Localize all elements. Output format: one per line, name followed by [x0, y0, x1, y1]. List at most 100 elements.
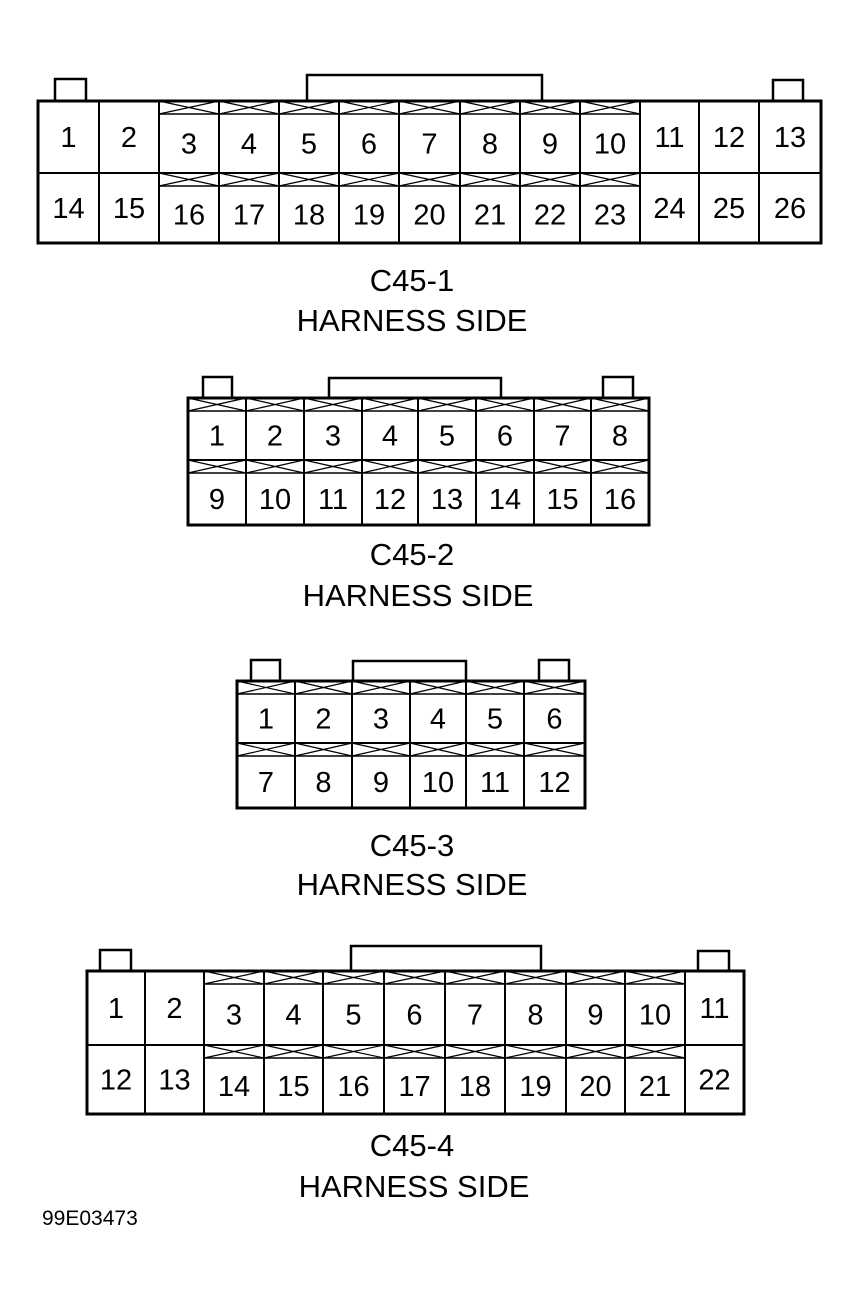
latch-hatch [533, 397, 592, 412]
pin-number: 18 [459, 1071, 491, 1103]
latch-hatch [361, 459, 419, 474]
pin-number: 10 [259, 484, 291, 516]
locking-tab [696, 949, 731, 973]
latch-hatch [263, 970, 324, 985]
connector-side-label: HARNESS SIDE [297, 867, 528, 902]
pin-number: 12 [100, 1065, 132, 1097]
pin-number: 14 [489, 484, 521, 516]
pin-number: 12 [538, 767, 570, 799]
pin-number: 21 [639, 1071, 671, 1103]
latch-hatch [465, 742, 525, 757]
pin-number: 10 [639, 1000, 671, 1032]
latch-hatch [245, 459, 305, 474]
locking-tab [201, 375, 234, 400]
latch-hatch [322, 970, 385, 985]
latch-hatch [294, 742, 353, 757]
pin-number: 6 [406, 1000, 422, 1032]
pin-number: 12 [713, 122, 745, 154]
pin-number: 23 [594, 200, 626, 232]
latch-hatch [504, 970, 567, 985]
pin-number: 11 [654, 122, 684, 154]
pin-number: 1 [108, 993, 124, 1025]
connector-name: C45-3 [370, 828, 454, 863]
pin-number: 10 [422, 767, 454, 799]
pin-number: 20 [579, 1071, 611, 1103]
latch-hatch [236, 742, 296, 757]
pin-number: 16 [604, 484, 636, 516]
latch-hatch [624, 1044, 686, 1059]
pin-number: 4 [430, 704, 446, 736]
pin-number: 11 [480, 767, 510, 799]
pin-number: 4 [285, 1000, 301, 1032]
pin-number: 9 [542, 129, 558, 161]
pin-number: 3 [373, 704, 389, 736]
latch-hatch [278, 100, 340, 115]
pin-number: 22 [698, 1065, 730, 1097]
pin-number: 2 [121, 122, 137, 154]
latch-hatch [383, 970, 446, 985]
pin-number: 22 [534, 200, 566, 232]
locking-tab [601, 375, 635, 400]
latch-hatch [444, 1044, 506, 1059]
latch-hatch [338, 100, 400, 115]
latch-hatch [218, 100, 280, 115]
latch-hatch [579, 172, 641, 187]
pin-number: 13 [431, 484, 463, 516]
locking-tab [305, 73, 544, 103]
locking-tab [98, 948, 133, 973]
pin-number: 2 [166, 993, 182, 1025]
locking-tab [537, 658, 571, 683]
pin-number: 17 [398, 1071, 430, 1103]
latch-hatch [475, 459, 535, 474]
pin-number: 18 [293, 200, 325, 232]
latch-hatch [519, 172, 581, 187]
locking-tab [351, 659, 468, 683]
pin-number: 2 [267, 421, 283, 453]
latch-hatch [203, 970, 265, 985]
latch-hatch [263, 1044, 324, 1059]
pin-number: 15 [113, 193, 145, 225]
latch-hatch [459, 100, 521, 115]
latch-hatch [465, 680, 525, 695]
pin-number: 12 [374, 484, 406, 516]
connector-name: C45-1 [370, 263, 454, 298]
pin-number: 10 [594, 129, 626, 161]
connector-side-label: HARNESS SIDE [303, 578, 534, 613]
pin-number: 5 [487, 704, 503, 736]
latch-hatch [278, 172, 340, 187]
pin-number: 11 [699, 993, 729, 1025]
pin-number: 24 [653, 193, 685, 225]
pin-number: 1 [60, 122, 76, 154]
latch-hatch [236, 680, 296, 695]
latch-hatch [322, 1044, 385, 1059]
figure-id: 99E03473 [42, 1207, 138, 1230]
connector-name: C45-4 [370, 1128, 454, 1163]
latch-hatch [351, 742, 411, 757]
pin-number: 3 [181, 129, 197, 161]
latch-hatch [294, 680, 353, 695]
latch-hatch [533, 459, 592, 474]
latch-hatch [590, 459, 650, 474]
pin-number: 4 [382, 421, 398, 453]
pin-number: 9 [209, 484, 225, 516]
pin-number: 1 [258, 704, 274, 736]
pin-number: 5 [301, 129, 317, 161]
pin-number: 9 [587, 1000, 603, 1032]
latch-hatch [398, 172, 461, 187]
latch-hatch [523, 742, 586, 757]
connector-name: C45-2 [370, 537, 454, 572]
pin-number: 7 [554, 421, 570, 453]
latch-hatch [303, 459, 363, 474]
latch-hatch [409, 742, 467, 757]
pin-number: 11 [318, 484, 348, 516]
latch-hatch [383, 1044, 446, 1059]
pin-number: 7 [258, 767, 274, 799]
pin-number: 3 [226, 1000, 242, 1032]
pin-number: 26 [774, 193, 806, 225]
pin-number: 8 [315, 767, 331, 799]
latch-hatch [504, 1044, 567, 1059]
latch-hatch [590, 397, 650, 412]
pin-number: 13 [158, 1065, 190, 1097]
pin-number: 5 [345, 1000, 361, 1032]
